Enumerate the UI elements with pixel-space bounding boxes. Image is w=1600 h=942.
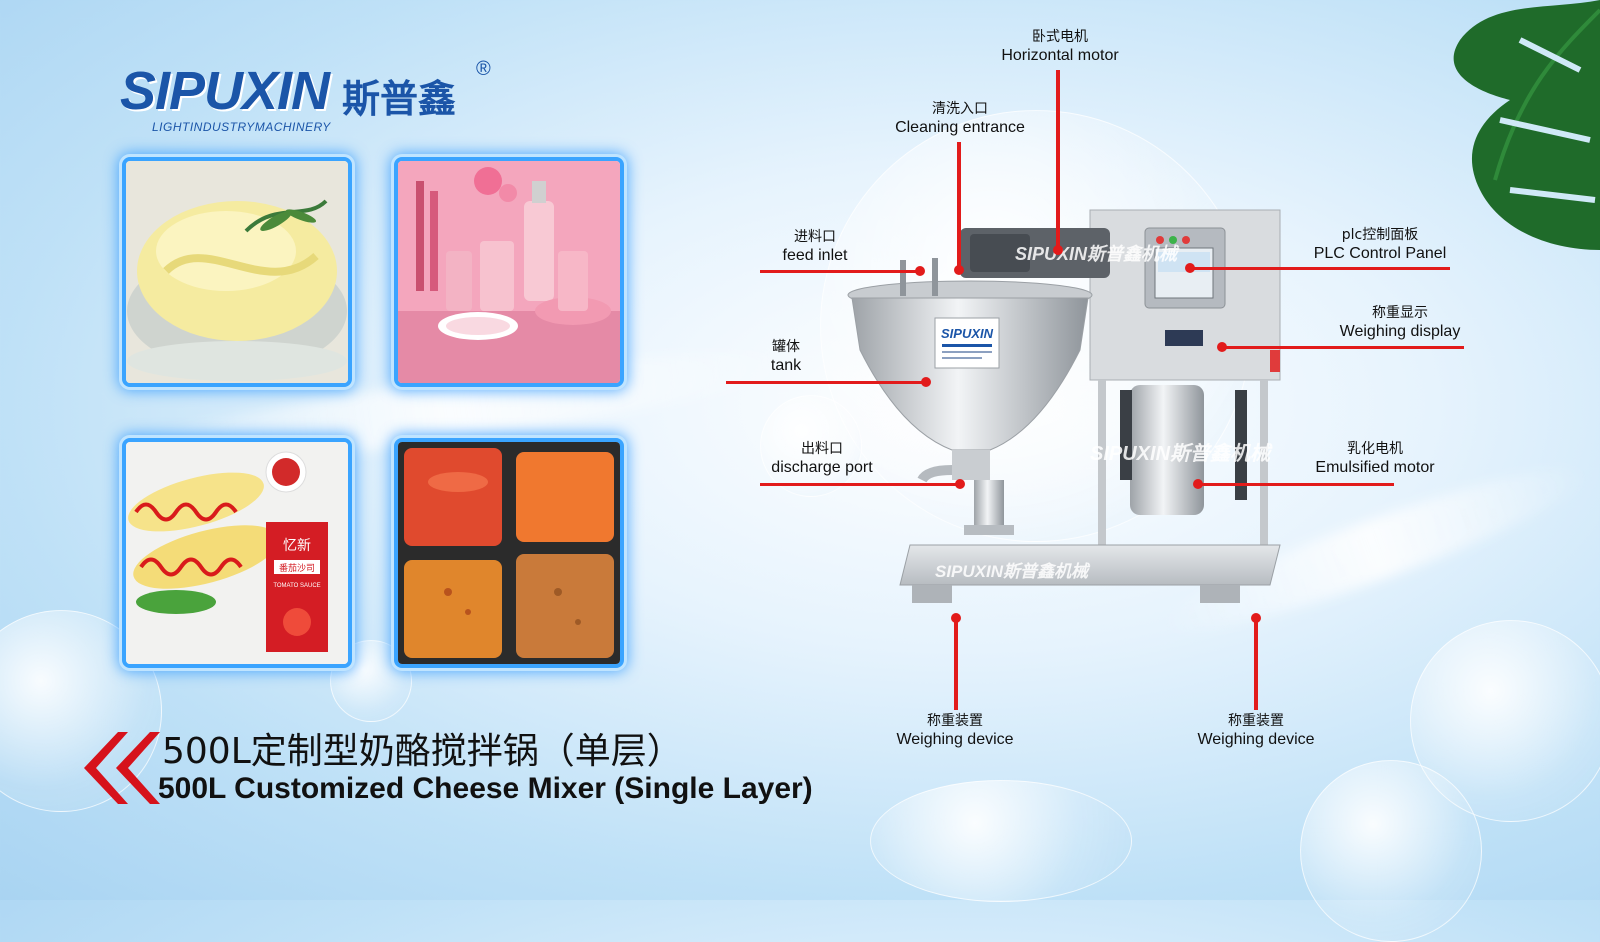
label-tank: 罐体 tank [770,339,802,374]
background-bubble [1300,760,1482,942]
callout-dot [1217,342,1227,352]
label-plc-panel: plc控制面板 PLC Control Panel [1313,227,1447,262]
monstera-leaf-icon [1453,0,1600,250]
label-horizontal-motor: 卧式电机 Horizontal motor [1001,29,1119,64]
callout-line [726,381,926,384]
logo-brand-cn: 斯普鑫 [342,77,457,121]
packet-text: 番茄沙司 [279,562,315,574]
callout-dot [921,377,931,387]
callout-line [1190,267,1450,270]
photo-mayonnaise [122,157,352,387]
label-cleaning-entrance: 清洗入口 Cleaning entrance [895,101,1025,136]
label-weighing-device-right: 称重装置 Weighing device [1197,713,1315,748]
label-weighing-device-left: 称重装置 Weighing device [896,713,1014,748]
packet-text: 忆新 [283,538,311,554]
callout-line [1254,618,1258,710]
cheese-mixer-machine-image: SIPUXIN斯普鑫机械 SIPUXIN SIPUXIN斯普鑫机械 SIPUXI… [847,209,1281,603]
label-discharge-port: 出料口 discharge port [771,441,873,476]
cosmetics-image [398,161,620,383]
mayonnaise-bowl-image [126,161,348,383]
label-feed-inlet: 进料口 feed inlet [782,229,848,264]
tank-badge-brand: SIPUXIN [941,326,994,341]
label-weighing-display: 称重显示 Weighing display [1339,305,1461,340]
callout-line [1198,483,1394,486]
callout-dot [951,613,961,623]
callout-line [957,142,961,270]
label-emulsified-motor: 乳化电机 Emulsified motor [1315,441,1435,476]
page-title-cn: 500L定制型奶酪搅拌锅（单层） [162,731,683,772]
photo-cosmetics [394,157,624,387]
callout-dot [1193,479,1203,489]
machine-watermark: SIPUXIN斯普鑫机械 [935,562,1091,581]
photo-sauce-trays [394,438,624,668]
callout-dot [954,265,964,275]
callout-line [1056,70,1060,250]
chevron-left-icon [84,732,160,804]
logo-tagline: LIGHTINDUSTRYMACHINERY [152,120,331,134]
machine-watermark: SIPUXIN斯普鑫机械 [1090,442,1273,465]
callout-dot [1251,613,1261,623]
background-bubble [870,780,1132,902]
registered-mark: ® [476,58,491,80]
callout-line [760,483,960,486]
callout-dot [955,479,965,489]
ketchup-omelette-image: 忆新 番茄沙司 TOMATO SAUCE [126,442,348,664]
callout-dot [915,266,925,276]
company-logo: SIPUXIN 斯普鑫 ® LIGHTINDUSTRYMACHINERY [120,58,500,140]
background-bubble [760,395,862,497]
callout-dot [1053,245,1063,255]
callout-line [1222,346,1464,349]
packet-text: TOMATO SAUCE [273,583,320,589]
machine-watermark: SIPUXIN斯普鑫机械 [1015,244,1180,264]
sauce-trays-image [398,442,620,664]
photo-ketchup-omelette: 忆新 番茄沙司 TOMATO SAUCE [122,438,352,668]
callout-dot [1185,263,1195,273]
logo-brand-en: SIPUXIN [120,61,330,121]
callout-line [760,270,920,273]
page-title-en: 500L Customized Cheese Mixer (Single Lay… [158,772,813,805]
callout-line [954,618,958,710]
